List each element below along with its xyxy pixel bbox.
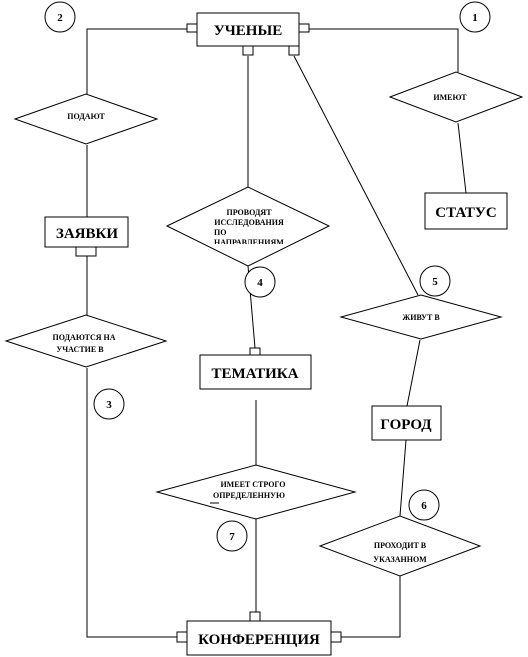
relationship-label: ИМЕЮТ [433,93,467,102]
entity-label: ГОРОД [380,417,432,433]
relationship-submitted-for: ПОДАЮТСЯ НА УЧАСТИЕ В [4,314,168,368]
link-scientists-submit [86,28,187,94]
marker-6: 6 [408,489,440,521]
relationship-label: ПОДАЮТСЯ НА [52,333,115,342]
relationship-has-defined: ИМЕЕТ СТРОГО ОПРЕДЕЛЕННУЮ [155,464,357,520]
connector-port [186,23,198,33]
link-livein-city [406,339,421,407]
entity-status: СТАТУС [424,192,508,230]
relationship-label: ПРОХОДИТ В [374,541,427,550]
connector-port [176,631,188,643]
relationship-label: ПОДАЮТ [67,112,105,121]
link-city-heldin [399,439,407,517]
link-submittedfor-conference [86,368,177,638]
connector-port [249,347,261,356]
relationship-label: НАПРАВЛЕНИЯМ [214,238,284,247]
connector-port [330,631,342,643]
relationship-label: ОПРЕДЕЛЕННУЮ [213,491,285,500]
marker-4: 4 [244,266,276,298]
relationship-held-in: ПРОХОДИТ В УКАЗАННОМ [318,515,482,577]
entity-label: ЗАЯВКИ [56,226,118,242]
connector-port [249,611,261,622]
entity-topic: ТЕМАТИКА [199,347,312,390]
entity-applications: ЗАЯВКИ [44,216,129,257]
connector-port [242,45,254,56]
entity-label: КОНФЕРЕНЦИЯ [198,632,320,648]
entity-label: ТЕМАТИКА [211,366,298,382]
svg-text:2: 2 [57,12,63,24]
marker-2: 2 [44,1,76,33]
relationship-label: ЖИВУТ В [402,313,440,322]
connector-port [298,23,310,33]
entity-label: СТАТУС [435,205,496,221]
link-scientists-livein [293,55,419,296]
connector-port [75,246,97,257]
relationship-label: ПО [214,228,226,237]
number-markers: 1 2 3 4 5 6 7 [44,1,491,552]
marker-5: 5 [419,265,451,297]
svg-text:4: 4 [257,277,263,289]
svg-text:7: 7 [229,531,235,543]
svg-text:6: 6 [421,500,427,512]
marker-1: 1 [459,1,491,33]
marker-3: 3 [93,388,125,420]
svg-text:5: 5 [432,276,438,288]
link-have-status [457,122,467,194]
marker-7: 7 [216,520,248,552]
link-scientists-have [308,28,459,72]
relationship-label: ИМЕЕТ СТРОГО [220,480,285,489]
connector-port [288,45,300,56]
relationship-submit: ПОДАЮТ [13,93,159,145]
relationship-label: УКАЗАННОМ [373,555,427,564]
svg-text:3: 3 [106,399,112,411]
relationship-live-in: ЖИВУТ В [339,294,503,340]
relationship-label: УЧАСТИЕ В [56,345,104,354]
entity-city: ГОРОД [371,405,442,441]
svg-text:1: 1 [472,12,478,24]
relationship-research: ПРОВОДЯТ ИССЛЕДОВАНИЯ ПО НАПРАВЛЕНИЯМ [165,186,331,267]
entity-conference: КОНФЕРЕНЦИЯ [176,611,342,656]
link-heldin-conference [341,576,401,638]
entity-scientists: УЧЕНЫЕ [186,12,310,56]
entity-label: УЧЕНЫЕ [214,23,282,39]
relationship-label: ПРОВОДЯТ [226,208,272,217]
relationship-have: ИМЕЮТ [388,71,524,123]
relationship-label: ИССЛЕДОВАНИЯ [214,218,284,227]
